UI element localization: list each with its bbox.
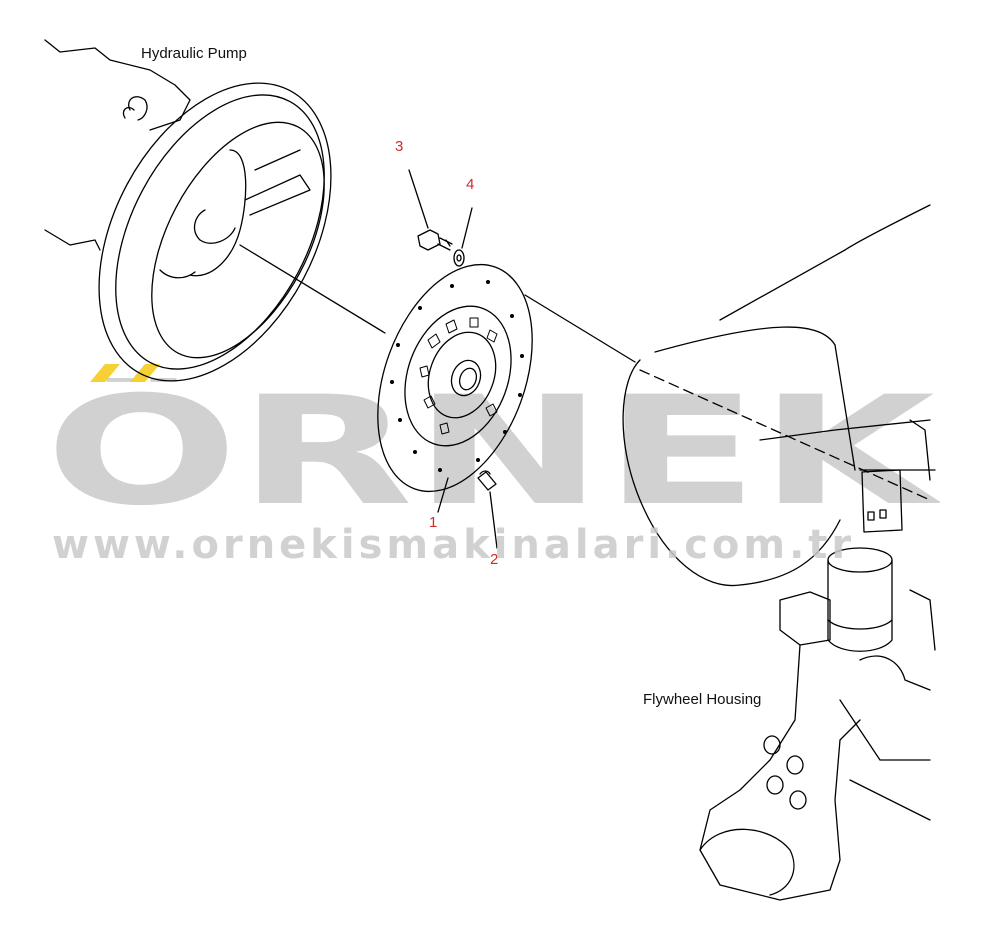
flywheel-housing xyxy=(622,204,936,901)
hydraulic-pump-label: Hydraulic Pump xyxy=(141,45,247,62)
watermark-accent xyxy=(90,364,160,382)
flywheel-housing-label: Flywheel Housing xyxy=(643,691,762,708)
callout-4: 4 xyxy=(466,176,475,193)
washer xyxy=(453,207,473,267)
watermark-brand: ÖRNEK xyxy=(45,378,940,518)
watermark-url: www.ornekismakinalari.com.tr xyxy=(52,522,856,568)
callout-1: 1 xyxy=(429,514,438,531)
leader-line-1 xyxy=(437,477,449,513)
damper-disc xyxy=(377,263,533,493)
bolt xyxy=(408,169,453,251)
callout-2: 2 xyxy=(490,551,499,568)
dowel-pin xyxy=(477,470,498,549)
callout-3: 3 xyxy=(395,138,404,155)
watermark-brand-text: ÖRNEK xyxy=(45,378,940,518)
hydraulic-pump xyxy=(44,39,386,382)
